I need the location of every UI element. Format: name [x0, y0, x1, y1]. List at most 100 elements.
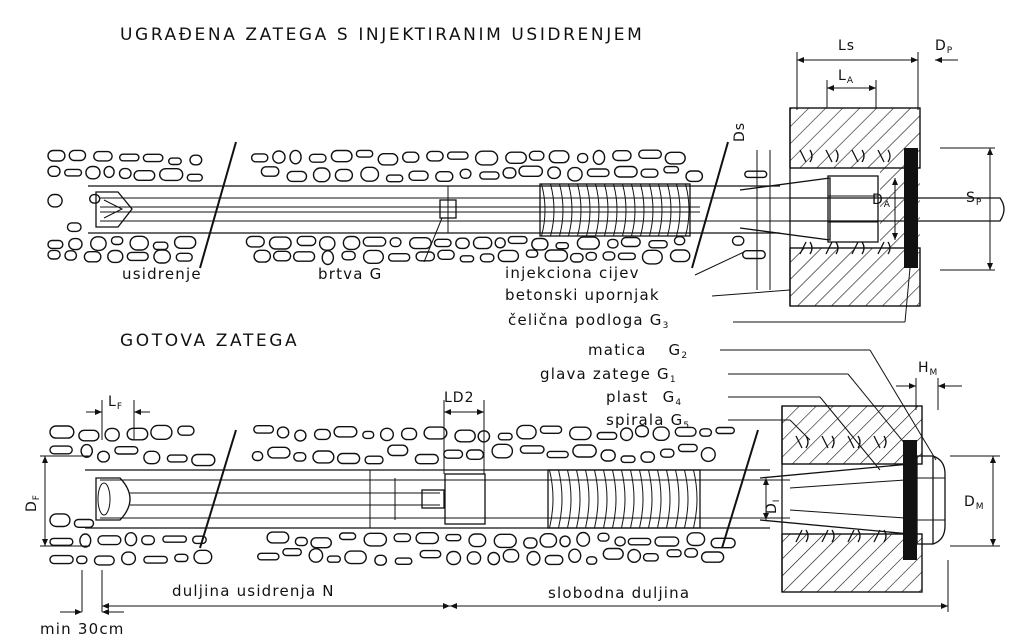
gravel-pebble [79, 533, 92, 548]
break-line-2-top [691, 141, 729, 269]
gravel-pebble [652, 426, 670, 442]
spiral-turn [585, 469, 590, 529]
gravel-pebble [518, 165, 544, 177]
spiral-turn [594, 469, 599, 529]
gravel-pebble [257, 552, 280, 561]
gravel-pebble [152, 241, 169, 251]
gravel-pebble [360, 166, 380, 182]
gravel-pebble [267, 446, 291, 459]
gravel-pebble [455, 237, 470, 250]
gravel-pebble [559, 535, 571, 548]
gravel-pebble [326, 555, 341, 563]
spiral-turn [639, 469, 644, 529]
gravel-pebble [162, 535, 188, 543]
gravel-pebble [528, 150, 545, 161]
dim-DA: DA [872, 192, 891, 210]
gravel-pebble [648, 239, 668, 249]
gravel-pebble [435, 170, 454, 182]
gravel-pebble [479, 171, 500, 180]
gravel-pebble [507, 235, 528, 245]
label-min-30cm: min 30cm [40, 620, 125, 637]
gravel-pebble [572, 444, 597, 458]
gravel-pebble [446, 151, 469, 160]
gravel-pebble [744, 170, 768, 179]
spiral-turn [604, 183, 609, 237]
gravel-pebble [129, 235, 150, 251]
gravel-pebble [49, 537, 74, 547]
spiral-turn [550, 183, 555, 237]
gravel-pebble [173, 235, 197, 250]
gravel-pebble [191, 535, 207, 545]
sleeve-loop [795, 529, 809, 543]
gravel-pebble [364, 455, 384, 465]
gravel-pebble [426, 150, 444, 162]
spiral-turn [595, 183, 600, 237]
gravel-pebble [414, 453, 439, 465]
gravel-pebble [620, 455, 636, 464]
gravel-pebble [118, 153, 140, 162]
concrete-abutment-top [789, 107, 921, 307]
gravel-pebble [596, 431, 618, 441]
gravel-pebble [569, 252, 584, 263]
spiral-bottom [547, 469, 701, 529]
gravel-pebble [68, 237, 83, 251]
gravel-pebble [614, 536, 626, 547]
spiral-sheath [539, 183, 691, 237]
spiral-turn [576, 469, 581, 529]
sleeve-loop [851, 149, 865, 163]
gravel-pebble [394, 557, 413, 565]
gravel-pebble [526, 550, 541, 566]
sleeve-loop [847, 435, 861, 449]
label-injekciona-cijev: injekciona cijev [505, 264, 640, 282]
gravel-pebble [385, 174, 404, 183]
gravel-pebble [454, 429, 476, 443]
gravel-pebble [333, 426, 358, 438]
spiral-turn [648, 469, 653, 529]
leaders-bottom [720, 349, 937, 471]
spiral-turn [667, 183, 672, 237]
gravel-pebble [466, 551, 482, 565]
gravel-pebble [525, 249, 539, 258]
gravel-pebble [93, 555, 115, 566]
gravel-pebble [523, 537, 538, 549]
gravel-pebble [627, 548, 642, 564]
gravel-pebble [49, 513, 71, 528]
gravel-pebble [602, 547, 624, 560]
label-betonski-upornjak: betonski upornjak [505, 286, 660, 304]
dim-Di: DI [764, 499, 782, 514]
sleeve-loop [799, 149, 813, 163]
sleeve-loop [821, 529, 835, 543]
gravel-pebble [49, 445, 73, 455]
gravel-pebble [47, 193, 63, 208]
gravel-pebble [107, 249, 124, 264]
spiral-turn [676, 183, 681, 237]
label-celicna-podloga: čelična podloga G3 [508, 311, 670, 331]
gravel-pebble [266, 531, 290, 544]
gravel-pebble [321, 250, 335, 266]
gravel-pebble [88, 193, 101, 204]
gravel-pebble [409, 236, 432, 250]
sleeve-loop [851, 241, 865, 255]
gravel-pebble [548, 150, 570, 164]
gravel-pebble [177, 425, 195, 436]
gravel-pebble [544, 249, 569, 262]
gravel-pebble [294, 429, 307, 442]
gravel-pebble [49, 425, 75, 439]
gravel-pebble [96, 450, 110, 463]
gravel-pebble [568, 548, 582, 564]
gravel-pebble [103, 165, 115, 179]
gravel-pebble [292, 251, 316, 262]
gravel-pebble [362, 430, 375, 440]
gravel-pebble [677, 443, 698, 453]
gravel-pebble [731, 235, 745, 246]
spiral-turn [559, 183, 564, 237]
gravel-pebble [120, 551, 137, 566]
gravel-pebble [546, 450, 569, 459]
gravel-pebble [567, 166, 583, 182]
gravel-pebble [143, 555, 168, 564]
gravel-pebble [294, 536, 308, 547]
gravel-pebble [167, 157, 182, 166]
spiral-turn [649, 183, 654, 237]
